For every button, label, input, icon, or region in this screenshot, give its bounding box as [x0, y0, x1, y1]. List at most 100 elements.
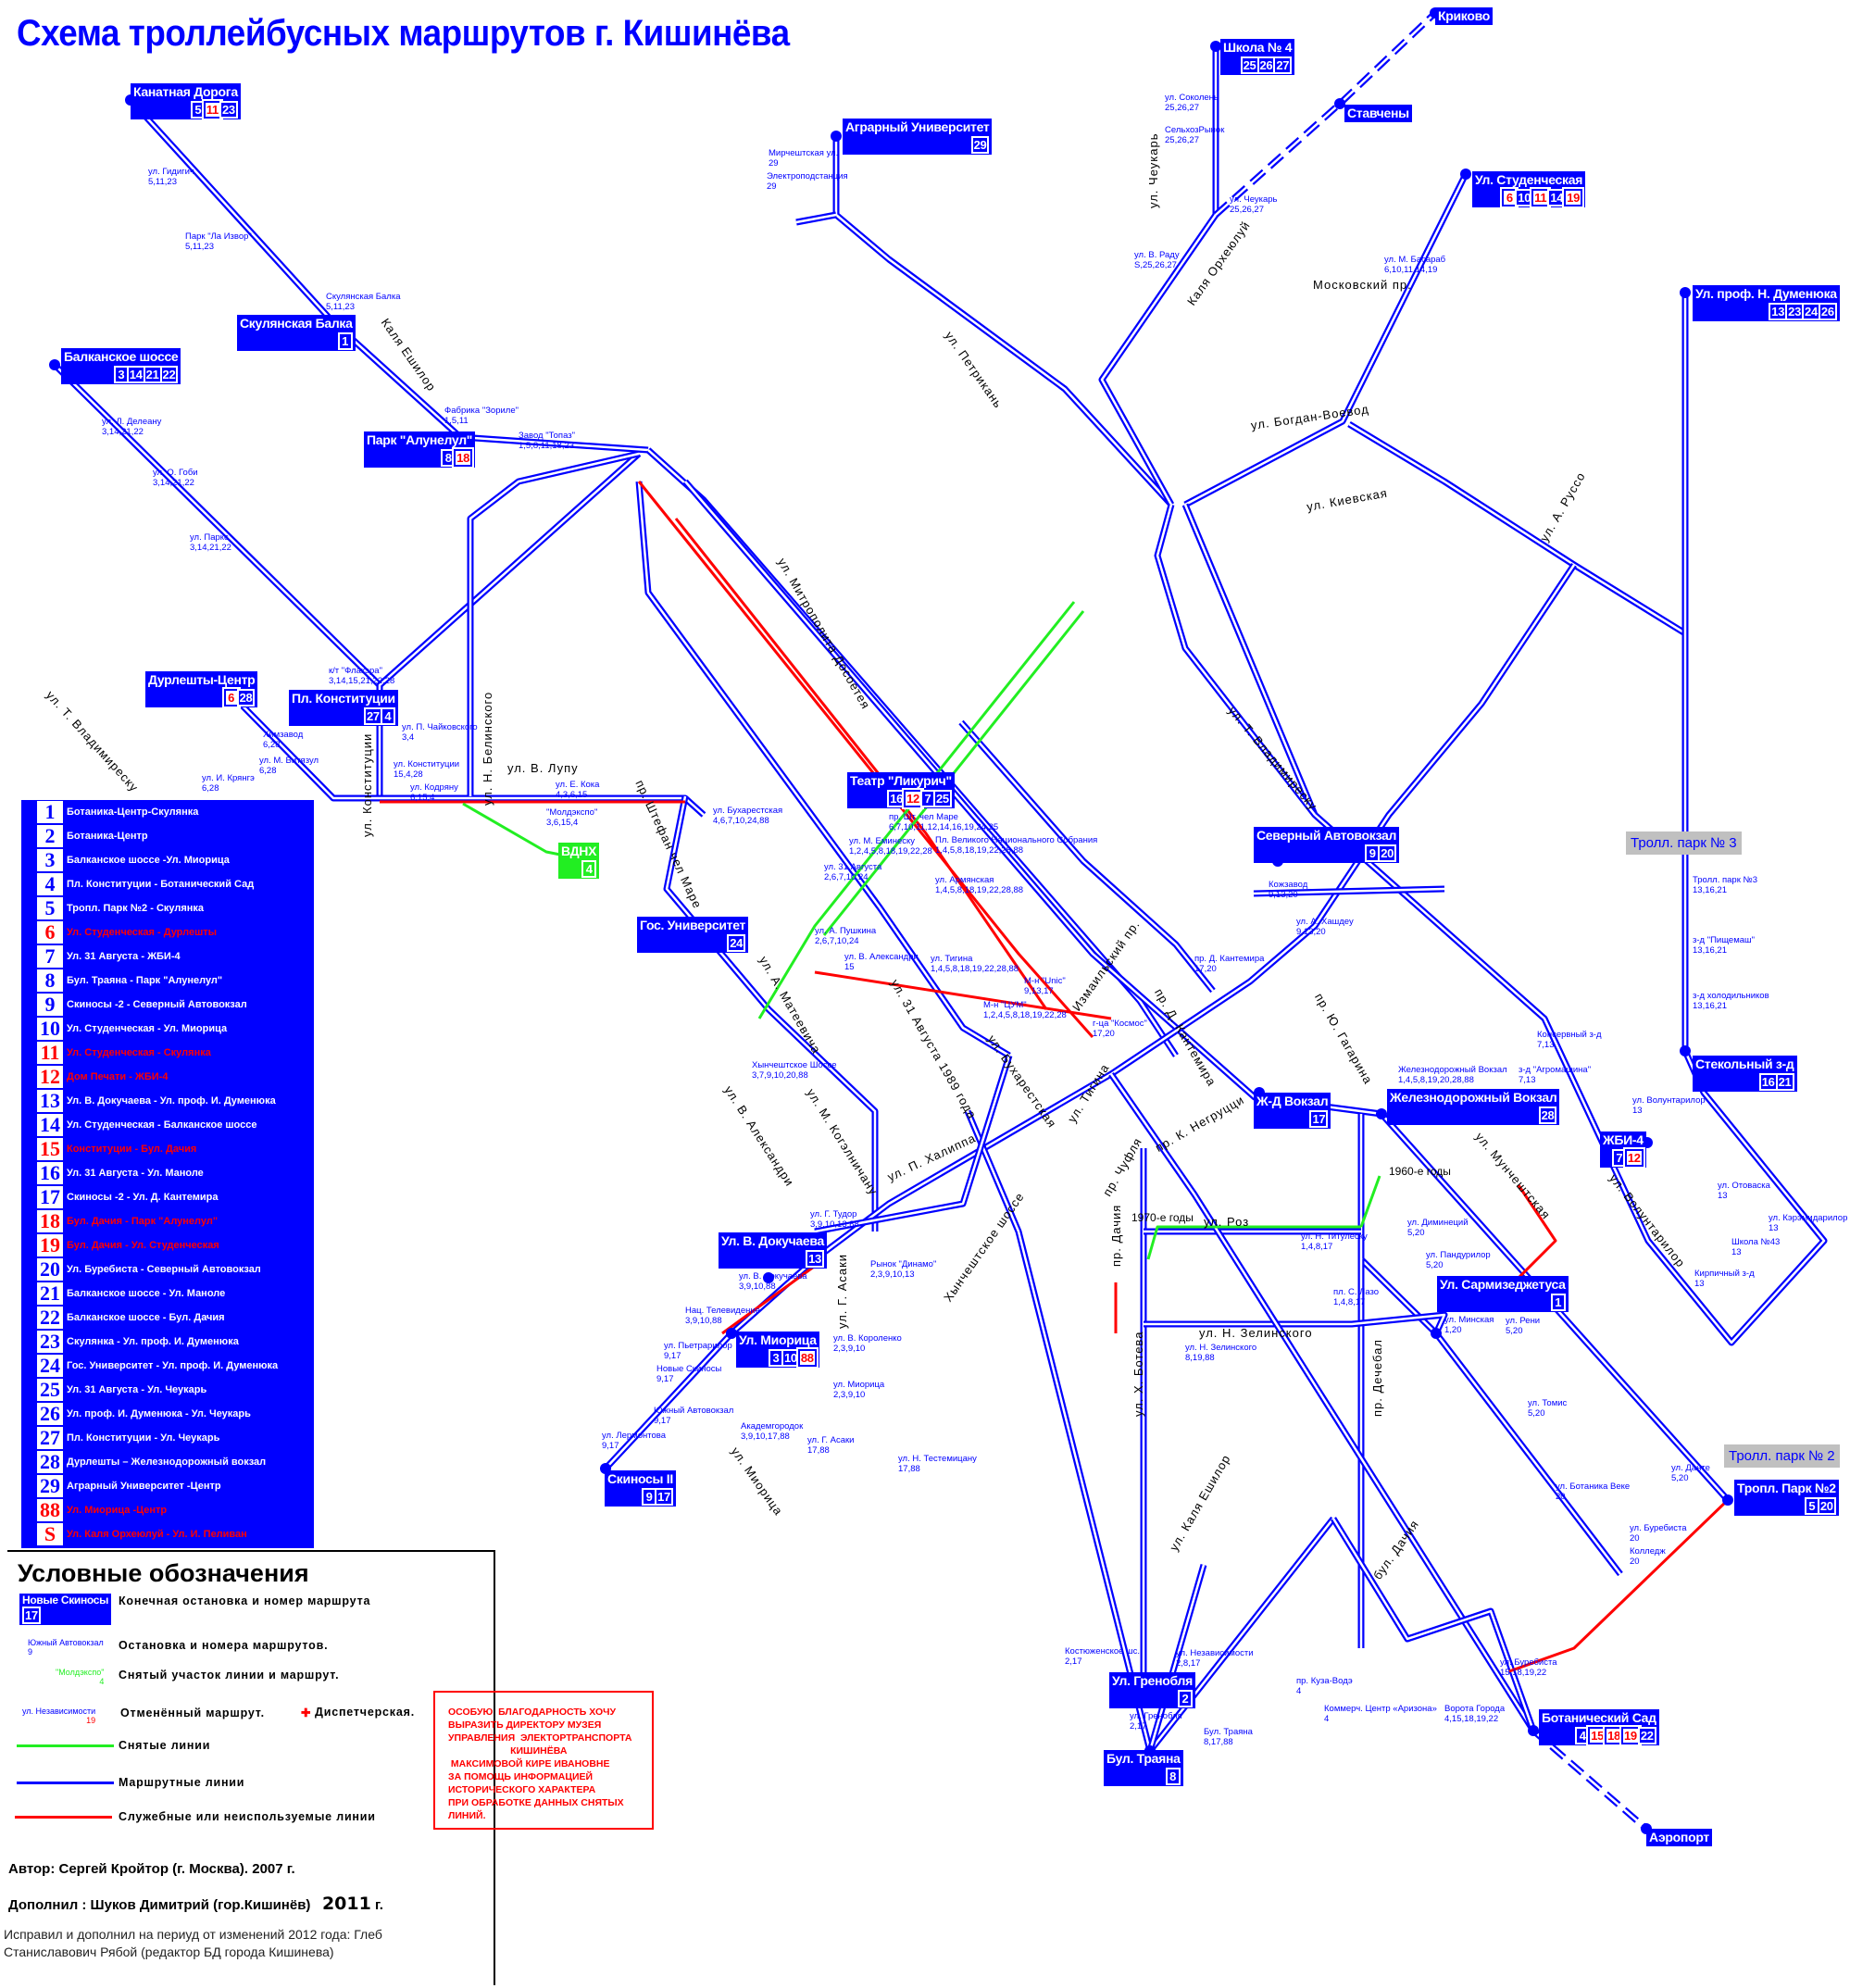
terminal-name: Ул. Гренобля [1112, 1673, 1194, 1688]
route-number-box: 1 [337, 332, 353, 350]
stop-routes: 3,14,15,21,22,28 [329, 676, 395, 686]
legend-dispatch-text: Диспетчерская. [315, 1706, 415, 1719]
terminal-name: Ул. проф. Н. Думенюка [1695, 286, 1837, 301]
terminal-name: Ул. Миорица [739, 1332, 817, 1347]
route-description: Дом Печати - ЖБИ-4 [67, 1071, 169, 1082]
route-number-box: 8 [441, 449, 456, 467]
route-number-box: 8 [1165, 1768, 1181, 1785]
stop-label: з-д "Пищемаш"13,16,21 [1693, 935, 1755, 956]
route-description: Скулянка - Ул. проф. И. Думенюка [67, 1336, 239, 1347]
stop-name: Рынок "Динамо" [870, 1259, 937, 1269]
stop-routes: 1,4,5,8,19,20,28,88 [1398, 1075, 1474, 1085]
route-line-inner [1156, 504, 1316, 816]
route-description: Ботаника-Центр [67, 831, 148, 842]
stop-routes: 3,9,10,13,88 [810, 1219, 859, 1230]
route-number: 23 [37, 1331, 63, 1353]
terminal-name: Балканское шоссе [64, 349, 179, 364]
route-list-item: 12 Дом Печати - ЖБИ-4 [21, 1065, 314, 1089]
stop-routes: 3,14,21,22 [102, 427, 144, 437]
route-number: 21 [37, 1282, 63, 1305]
route-description: Гос. Университет - Ул. проф. И. Думенюка [67, 1360, 279, 1371]
stop-routes: 1,2,4,5,8,18,19,22,28 [849, 846, 932, 856]
stop-routes: 9,13,20 [1269, 890, 1298, 900]
terminal-name: Железнодорожный Вокзал [1390, 1090, 1557, 1105]
route-number-box: 17 [22, 1607, 41, 1624]
route-line-inner [224, 687, 705, 816]
stop-name: Южный Автовокзал [654, 1406, 734, 1416]
stop-routes: 4 [99, 1677, 105, 1686]
terminal-name: Театр "Ликурич" [850, 773, 952, 788]
route-number: 13 [37, 1090, 63, 1112]
stop-routes: 1,4,8,17 [1333, 1297, 1366, 1307]
route-description: Ул. Каля Орхеюлуй - Ул. И. Пеливан [67, 1529, 247, 1540]
street-name: пр. Дечебал [1370, 1339, 1384, 1417]
terminal-node [1376, 1108, 1387, 1119]
route-line-inner [1359, 1114, 1621, 1575]
stop-routes: 15 [844, 962, 855, 972]
stop-name: Колледж [1630, 1546, 1666, 1557]
route-line [376, 451, 642, 798]
stop-label: з-д "Агромашина"7,13 [1519, 1065, 1591, 1085]
stop-name: ул. Гренобля [1130, 1711, 1182, 1721]
stop-name: ул. Диминеций [1407, 1218, 1469, 1228]
stop-routes: 13 [1718, 1191, 1728, 1201]
stop-label: М-н "Unic"9,13,17 [1024, 976, 1066, 996]
route-number: 12 [37, 1066, 63, 1088]
supplement-credit: Дополнил : Шуков Димитрий (гор.Кишинёв) … [8, 1894, 383, 1914]
stop-routes: 1,5,8,11,18,23 [519, 441, 575, 451]
era-note: 1960-е годы [1389, 1165, 1451, 1178]
legend-stop-text: Остановка и номера маршрутов. [119, 1639, 329, 1652]
street-name: ул. Н. Белинского [481, 691, 494, 806]
stop-routes: 13,16,21 [1693, 885, 1727, 895]
terminal-name: Аграрный Университет [845, 119, 990, 134]
route-line-inner [1109, 1073, 1535, 1732]
terminal-name: Ул. Студенческая [1475, 172, 1583, 187]
legend-terminal-sample: Новые Скиносы 17 [19, 1594, 112, 1625]
stop-routes: 29 [767, 181, 777, 192]
route-number: 8 [37, 969, 63, 992]
route-number-box: 6 [1500, 187, 1519, 208]
route-line [1098, 46, 1219, 506]
stop-routes: 13,16,21 [1693, 945, 1727, 956]
stop-label: "Молдэкспо"3,6,15,4 [546, 807, 597, 828]
route-number-box: 2 [1178, 1690, 1194, 1707]
route-number-box: 17 [655, 1488, 673, 1506]
stop-name: Хынчештское Шоссе [752, 1060, 837, 1070]
stop-name: ул. Минская [1444, 1315, 1494, 1325]
route-number-box: 1 [1550, 1294, 1566, 1311]
route-description: Тропл. Парк №2 - Скулянка [67, 903, 205, 914]
terminal-node [831, 131, 842, 142]
stop-name: ул. Пандурилор [1426, 1250, 1491, 1260]
stop-name: ул. М. Витязул [259, 756, 319, 766]
stop-label: Парк "Ла Извор"5,11,23 [185, 231, 252, 252]
stop-routes: 2,3,9,10 [833, 1344, 866, 1354]
stop-name: ул. Бухарестская [713, 806, 783, 816]
terminal-routes: 2 [1112, 1690, 1194, 1707]
route-line-inner [1253, 887, 1445, 895]
stop-routes: 6,28 [259, 766, 277, 776]
service-line [721, 1257, 825, 1335]
stop-routes: 3,14,21,22 [153, 478, 194, 488]
route-list-item: 23 Скулянка - Ул. проф. И. Думенюка [21, 1330, 314, 1354]
route-description: Ул. 31 Августа - ЖБИ-4 [67, 951, 181, 962]
route-number-box: 28 [236, 689, 256, 706]
